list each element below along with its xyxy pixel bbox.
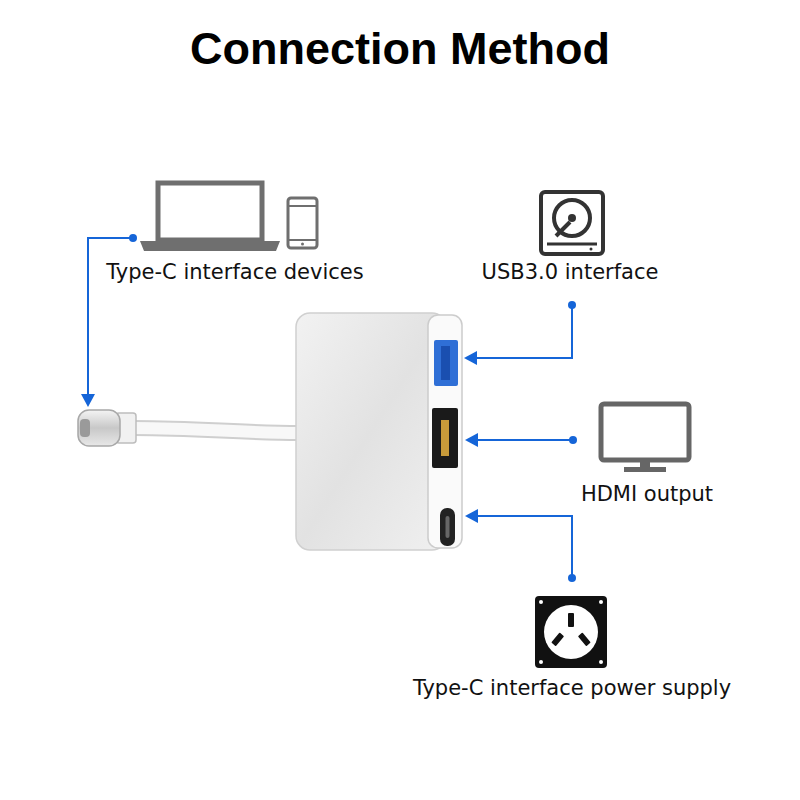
adapter-face — [428, 315, 462, 548]
phone-icon — [288, 198, 317, 248]
drive-line — [547, 243, 597, 246]
hdmi-port — [432, 408, 458, 468]
monitor-icon — [601, 404, 689, 472]
adapter-body — [296, 313, 462, 550]
leader-line — [465, 509, 576, 582]
usb-c-tongue — [446, 516, 450, 538]
arrow-head — [465, 433, 478, 447]
socket-hole — [578, 632, 591, 646]
usb-tongue — [441, 346, 450, 380]
adapter-shell — [296, 313, 446, 550]
callout-label: Type-C interface devices — [75, 260, 395, 285]
phone-body — [288, 198, 317, 248]
usb-port — [434, 340, 458, 386]
socket-screw — [599, 660, 603, 664]
leader-path — [476, 305, 572, 358]
usb-c-cable — [78, 410, 300, 446]
socket-face — [544, 605, 598, 659]
socket-screw — [539, 600, 543, 604]
plug-tip — [80, 419, 90, 437]
phone-line — [288, 205, 317, 207]
usb-c-port — [440, 508, 455, 546]
hard-drive-icon — [541, 192, 603, 254]
laptop-screen — [158, 183, 262, 240]
laptop-icon — [140, 183, 280, 251]
leader-line — [464, 301, 576, 365]
phone-line — [288, 239, 317, 241]
arrow-head — [81, 394, 95, 407]
arrow-head — [465, 509, 478, 523]
leader-line — [81, 234, 137, 407]
diagram-title: Connection Method — [40, 24, 760, 74]
socket-plate — [535, 596, 607, 668]
callout-label: USB3.0 interface — [440, 260, 700, 285]
leader-line — [465, 433, 577, 447]
drive-arm — [556, 222, 570, 236]
socket-screw — [539, 660, 543, 664]
laptop-base — [140, 241, 280, 251]
drive-case — [541, 192, 603, 254]
callout-label: HDMI output — [537, 482, 757, 507]
hdmi-pins — [441, 420, 449, 456]
drive-spindle — [568, 214, 576, 222]
phone-button — [301, 243, 304, 246]
callout-label: Type-C interface power supply — [382, 676, 762, 701]
monitor-screen — [601, 404, 689, 460]
leader-path — [477, 516, 572, 578]
socket-hole — [568, 613, 574, 627]
monitor-stand — [624, 467, 666, 472]
arrow-head — [464, 351, 477, 365]
cable-body — [134, 428, 300, 433]
drive-led — [590, 248, 593, 251]
plug-shell — [78, 410, 120, 446]
leader-path — [477, 439, 573, 441]
cable-outline — [134, 428, 300, 433]
socket-hole — [551, 632, 564, 646]
socket-screw — [599, 600, 603, 604]
drive-platter — [554, 200, 590, 236]
power-socket-icon — [535, 596, 607, 668]
monitor-neck — [640, 460, 650, 468]
